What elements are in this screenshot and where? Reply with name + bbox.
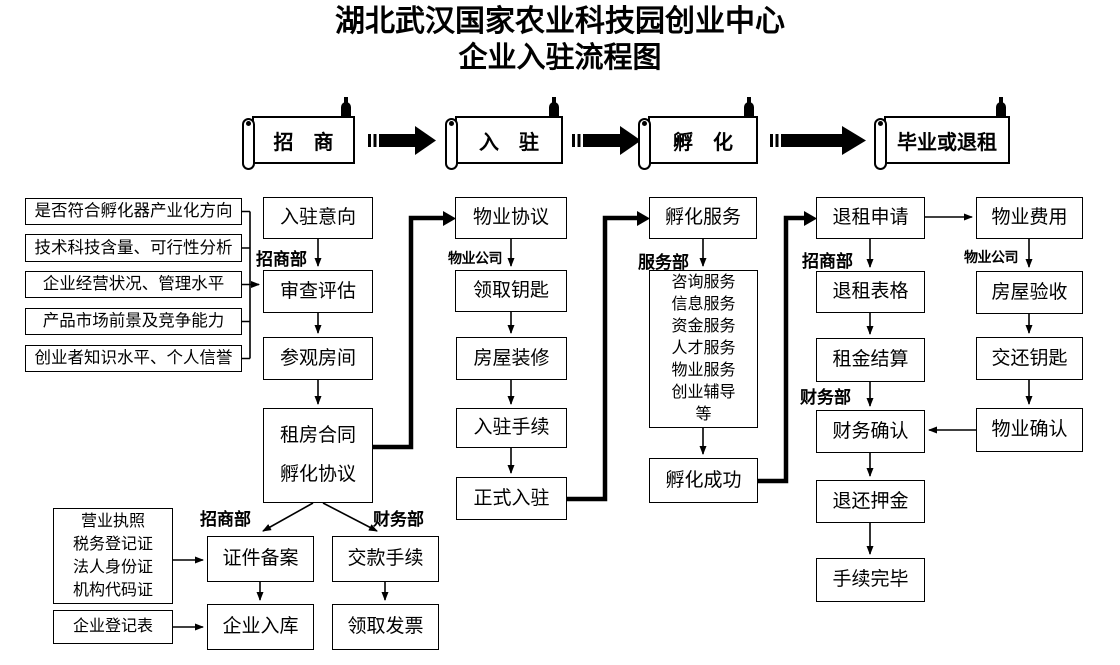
node-criterion-3: 企业经营状况、管理水平: [25, 271, 242, 298]
service-line-2: 信息服务: [671, 296, 736, 313]
scroll-roll-icon: [445, 118, 458, 170]
service-line-7: 等: [695, 406, 712, 423]
arrow-contract-to-payment: [322, 502, 378, 532]
node-deposit-refund: 退还押金: [816, 480, 925, 523]
scroll-roll-dot-icon: [878, 121, 883, 126]
title-line2: 企业入驻流程图: [458, 42, 662, 74]
node-review-assessment: 审查评估: [263, 270, 373, 313]
node-room-decoration: 房屋装修: [456, 337, 567, 380]
node-incubation-service: 孵化服务: [649, 197, 757, 239]
node-procedure-complete: 手续完毕: [816, 558, 925, 602]
node-certificate-filing: 证件备案: [207, 536, 314, 582]
scroll-roll-dot-icon: [449, 121, 454, 126]
node-termination-application: 退租申请: [816, 197, 925, 239]
page-title: 湖北武汉国家农业科技园创业中心 企业入驻流程图: [0, 3, 1120, 76]
scroll-knob-stem-icon: [999, 97, 1003, 106]
banner-box: 招 商: [252, 116, 355, 164]
node-criterion-4: 产品市场前景及竞争能力: [25, 308, 242, 335]
banner-label: 毕业或退租: [897, 131, 997, 154]
scroll-knob-icon: [996, 102, 1006, 118]
elbow-official-to-service-head: [637, 211, 650, 226]
elbow-contract-to-agreement: [373, 215, 444, 450]
service-line-4: 人才服务: [671, 340, 736, 357]
node-receive-invoice: 领取发票: [332, 604, 439, 650]
scroll-knob-icon: [744, 102, 754, 118]
dept-label-service: 服务部: [638, 253, 689, 272]
scroll-roll-dot-icon: [246, 121, 251, 126]
phase-arrow-1: [368, 126, 436, 155]
banner-box: 入 驻: [455, 116, 563, 164]
dept-label-property-exit: 物业公司: [964, 251, 1019, 266]
doc-line-3: 法人身份证: [72, 559, 153, 576]
dept-label-investment-exit: 招商部: [802, 252, 853, 271]
node-visit-rooms: 参观房间: [263, 337, 373, 380]
phase-arrow-3: [770, 126, 866, 155]
doc-line-2: 税务登记证: [72, 536, 153, 553]
phase-banner-movein: 入 驻: [445, 97, 563, 170]
arrow-contract-to-filing: [262, 502, 314, 532]
node-criterion-1: 是否符合孵化器产业化方向: [25, 198, 242, 225]
banner-label: 入 驻: [479, 131, 539, 154]
scroll-roll-icon: [638, 118, 651, 170]
doc-line-1: 营业执照: [80, 513, 145, 530]
dept-label-finance-exit: 财务部: [800, 388, 851, 407]
node-entry-intention: 入驻意向: [263, 197, 373, 239]
node-incubation-success: 孵化成功: [649, 458, 758, 503]
node-lease-contract: 租房合同 孵化协议: [263, 408, 373, 503]
dept-label-finance-payment: 财务部: [373, 510, 424, 529]
doc-line-4: 机构代码证: [72, 582, 153, 599]
scroll-knob-stem-icon: [552, 97, 556, 106]
node-property-confirmation: 物业确认: [976, 408, 1083, 452]
contract-line-2: 孵化协议: [279, 463, 356, 485]
node-termination-form: 退租表格: [816, 271, 925, 313]
elbow-success-to-apply-head: [804, 211, 817, 226]
node-property-fee: 物业费用: [976, 197, 1083, 239]
contract-line-1: 租房合同: [279, 425, 356, 447]
service-line-1: 咨询服务: [671, 274, 736, 291]
node-service-list: 咨询服务 信息服务 资金服务 人才服务 物业服务 创业辅导 等: [649, 270, 758, 428]
node-movein-procedure: 入驻手续: [456, 408, 567, 448]
banner-label: 孵 化: [673, 131, 733, 154]
elbow-official-to-service: [567, 215, 638, 502]
phase-arrow-2: [572, 126, 641, 155]
node-room-inspection: 房屋验收: [976, 271, 1083, 314]
scroll-roll-icon: [242, 118, 255, 170]
phase-banner-investment: 招 商: [242, 97, 355, 170]
node-finance-confirmation: 财务确认: [816, 410, 925, 453]
scroll-roll-dot-icon: [642, 121, 647, 126]
node-official-movein: 正式入驻: [456, 477, 567, 520]
service-line-3: 资金服务: [671, 318, 736, 335]
node-payment-procedure: 交款手续: [332, 536, 439, 582]
node-enterprise-registration-form: 企业登记表: [53, 610, 173, 644]
elbow-contract-to-agreement-head: [443, 211, 456, 226]
scroll-knob-stem-icon: [747, 97, 751, 106]
scroll-knob-stem-icon: [344, 97, 348, 106]
node-criterion-5: 创业者知识水平、个人信誉: [25, 345, 242, 372]
node-return-keys: 交还钥匙: [976, 337, 1083, 380]
phase-banner-incubation: 孵 化: [638, 97, 758, 170]
banner-label: 招 商: [273, 131, 334, 154]
node-property-agreement: 物业协议: [455, 197, 567, 239]
banner-box: 孵 化: [648, 116, 758, 164]
node-receive-keys: 领取钥匙: [455, 270, 567, 312]
node-enterprise-database: 企业入库: [207, 604, 314, 650]
node-rent-settlement: 租金结算: [816, 338, 925, 382]
node-criterion-2: 技术科技含量、可行性分析: [25, 234, 242, 262]
scroll-roll-icon: [874, 118, 887, 170]
elbow-success-to-apply: [757, 215, 805, 484]
dept-label-investment: 招商部: [256, 250, 307, 269]
phase-banner-graduation: 毕业或退租: [874, 97, 1010, 170]
criteria-bracket: [242, 210, 251, 360]
scroll-knob-icon: [549, 102, 559, 118]
title-line1: 湖北武汉国家农业科技园创业中心: [335, 5, 785, 38]
service-line-5: 物业服务: [671, 362, 736, 379]
scroll-knob-icon: [341, 102, 351, 118]
dept-label-investment-filing: 招商部: [200, 510, 251, 529]
node-required-documents: 营业执照 税务登记证 法人身份证 机构代码证: [53, 508, 173, 604]
banner-box: 毕业或退租: [884, 116, 1010, 164]
service-line-6: 创业辅导: [671, 384, 736, 401]
dept-label-property: 物业公司: [448, 252, 503, 267]
